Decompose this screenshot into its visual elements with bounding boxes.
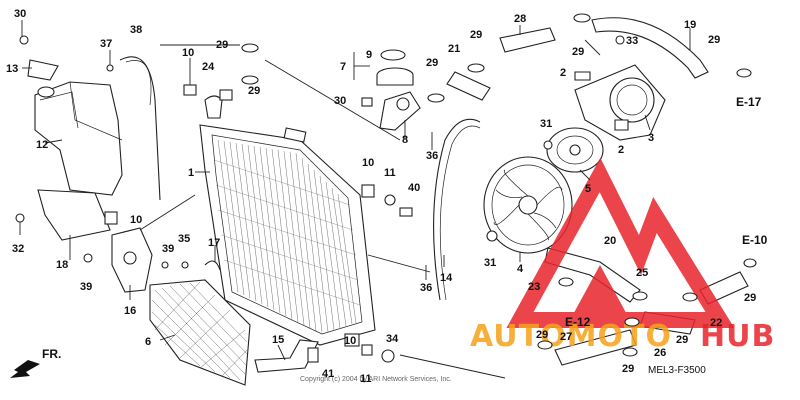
callout: 41: [322, 368, 334, 380]
callout: 29: [744, 292, 756, 304]
callout: 10: [344, 335, 356, 347]
callout: 29: [676, 334, 688, 346]
ref-e12: E-12: [565, 315, 591, 329]
callout: 7: [340, 61, 346, 73]
callout: 3: [648, 132, 654, 144]
callout: 27: [560, 331, 572, 343]
callout: 15: [272, 334, 284, 346]
filler-neck: [376, 49, 421, 131]
callout: 22: [710, 317, 722, 329]
callout: 2: [618, 144, 624, 156]
callout: 29: [248, 85, 260, 97]
callout: 39: [162, 243, 174, 255]
callout: 31: [540, 118, 552, 130]
callout: 11: [360, 373, 372, 385]
callout: 29: [536, 329, 548, 341]
callout: 29: [622, 363, 634, 375]
leader-lines: [19, 20, 691, 379]
callout: 9: [366, 49, 372, 61]
fasteners: [15, 13, 757, 363]
water-pump: [546, 127, 604, 173]
reserve-tank: [27, 59, 123, 196]
radiator-core: [199, 95, 376, 346]
callout: 10: [362, 157, 374, 169]
hose-21: [499, 27, 556, 53]
front-arrow: FR.: [10, 347, 61, 378]
callout: 35: [178, 233, 190, 245]
callout: 4: [517, 263, 524, 275]
callout: 37: [100, 38, 112, 50]
callout: 38: [130, 24, 142, 36]
radiator-grille: [149, 279, 251, 386]
callout: 16: [124, 305, 136, 317]
bypass-hose: [446, 71, 491, 101]
callout: 18: [56, 259, 68, 271]
callout: 24: [202, 61, 215, 73]
svg-text:FR.: FR.: [42, 347, 61, 361]
callout: 1: [188, 167, 194, 179]
callout: 29: [426, 57, 438, 69]
callout: 14: [440, 272, 453, 284]
callout: 5: [585, 183, 591, 195]
watermark-logo: [506, 157, 735, 328]
callout: 2: [560, 67, 566, 79]
callout: 13: [6, 63, 18, 75]
thermostat-housing: [574, 64, 666, 141]
callout: 20: [604, 235, 616, 247]
callout: 21: [448, 43, 460, 55]
callout: 6: [145, 336, 151, 348]
callout: 30: [14, 8, 26, 20]
callout: 29: [572, 46, 584, 58]
callout: 25: [636, 267, 648, 279]
cooling-fan: [483, 156, 573, 254]
callout: 36: [426, 150, 438, 162]
callout: 39: [80, 281, 92, 293]
callout: 10: [130, 214, 142, 226]
hose-27: [554, 329, 637, 366]
callout: 31: [484, 257, 496, 269]
callout: 30: [334, 95, 346, 107]
callout: 11: [384, 167, 396, 179]
callout: 29: [216, 39, 228, 51]
callout: 34: [386, 333, 399, 345]
callout: 29: [470, 29, 482, 41]
diagram-code: MEL3-F3500: [648, 365, 706, 376]
callout: 17: [208, 237, 220, 249]
callout: 26: [654, 347, 666, 359]
ref-e10: E-10: [742, 233, 768, 247]
tank-bracket: [37, 189, 111, 241]
callout: 8: [402, 134, 408, 146]
copyright-notice: Copyright (c) 2004 by ARI Network Servic…: [300, 376, 452, 383]
callout: 19: [684, 19, 696, 31]
callout: 10: [182, 47, 194, 59]
callout: 28: [514, 13, 526, 25]
upper-hose: [433, 118, 481, 301]
callout: 32: [12, 243, 24, 255]
ref-e17: E-17: [736, 95, 762, 109]
callout: 33: [626, 35, 638, 47]
callout: 23: [528, 281, 540, 293]
callout: 12: [36, 139, 48, 151]
callout: 40: [408, 182, 420, 194]
callout: 29: [708, 34, 720, 46]
radiator-stay: [254, 339, 319, 373]
callout-numbers: 1 2 2 3 4 5 6 7 8 9 10 10 10 10 11 11 12…: [6, 8, 756, 385]
callout: 36: [420, 282, 432, 294]
hose-19: [591, 17, 709, 79]
watermark-text-right: HUB: [700, 319, 775, 354]
